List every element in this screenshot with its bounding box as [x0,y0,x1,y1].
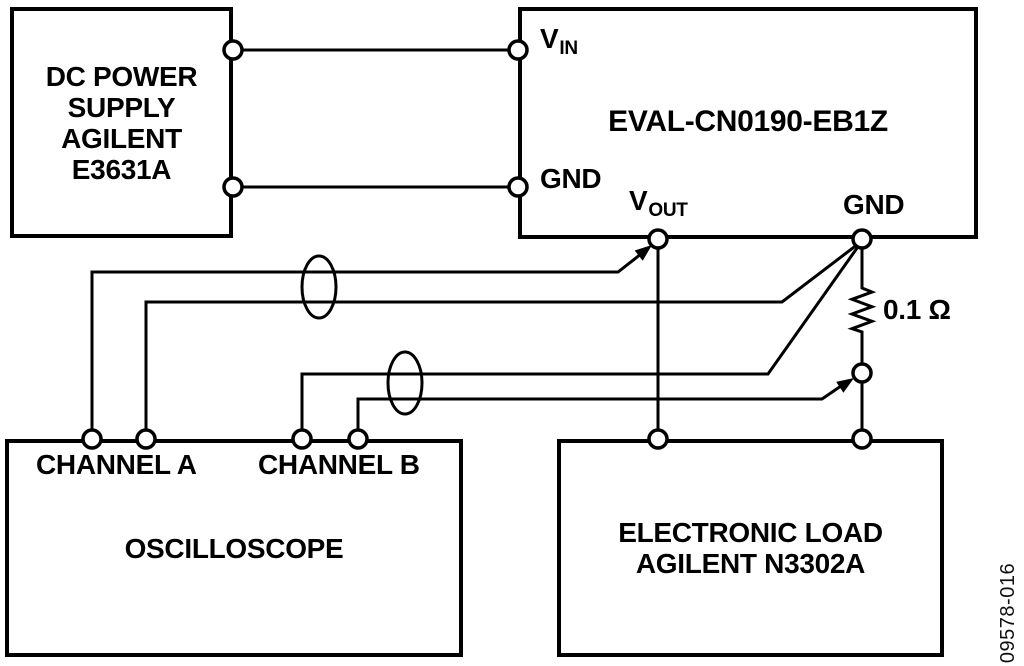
arrowhead-resistor-probe [836,378,854,393]
resistor-symbol [847,239,877,439]
box-electronic-load: ELECTRONIC LOAD AGILENT N3302A [557,439,944,657]
arrowhead-vout-probe [634,245,652,261]
dc-power-supply-line3: AGILENT [61,122,182,154]
electronic-load-line1: ELECTRONIC LOAD [618,517,883,548]
wire-channel-a-return [144,239,863,439]
electronic-load-label: ELECTRONIC LOAD AGILENT N3302A [618,517,883,579]
eval-board-label: EVAL-CN0190-EB1Z [608,105,888,138]
dc-power-supply-label: DC POWER SUPPLY AGILENT E3631A [46,61,198,185]
vout-label-base: V [629,185,648,216]
dc-power-supply-line1: DC POWER [45,60,198,92]
oscilloscope-label: OSCILLOSCOPE [124,532,344,564]
vin-label-sub: IN [559,38,578,59]
vout-label-sub: OUT [648,200,688,221]
vin-label-base: V [540,23,559,54]
sense-resistor-value-label: 0.1 Ω [883,294,951,325]
box-oscilloscope: OSCILLOSCOPE [5,439,463,657]
dc-power-supply-line4: E3631A [71,153,172,185]
terminal-resistor-bottom [851,362,873,384]
wire-channel-b-return [300,240,864,439]
channel-b-label: CHANNEL B [258,449,420,480]
dc-power-supply-line2: SUPPLY [67,91,176,123]
vout-label: VOUT [629,185,688,221]
box-eval-board: EVAL-CN0190-EB1Z [518,7,978,239]
channel-a-label: CHANNEL A [36,449,197,480]
wire-channel-a-signal [90,252,642,439]
figure-id-label: 09578-016 [997,562,1019,664]
vin-label: VIN [540,23,578,59]
twisted-pair-ellipse-a [300,254,338,320]
gnd-in-label: GND [540,163,602,194]
gnd-out-label: GND [843,189,905,220]
twisted-pair-ellipse-b [386,350,424,416]
box-dc-power-supply: DC POWER SUPPLY AGILENT E3631A [10,7,233,238]
electronic-load-line2: AGILENT N3302A [635,548,866,579]
wire-channel-b-signal [356,384,842,439]
